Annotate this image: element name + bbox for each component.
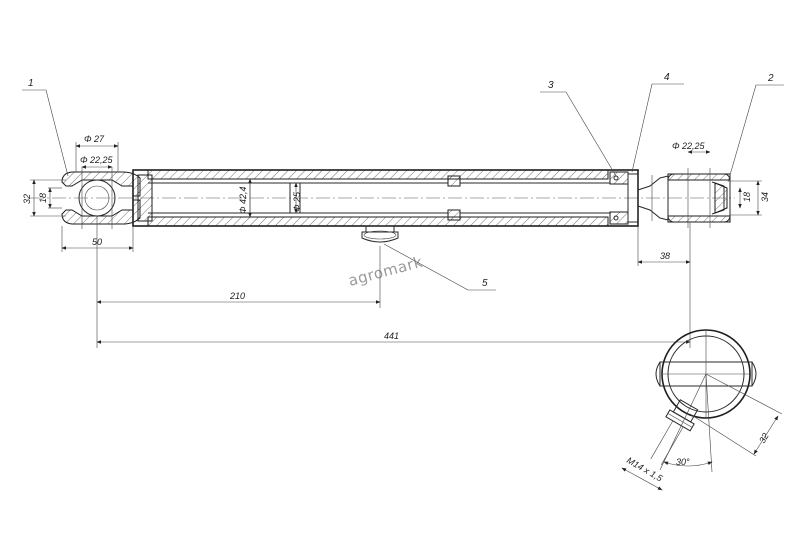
port-fitting — [361, 225, 399, 243]
svg-text:4: 4 — [664, 72, 670, 83]
svg-text:34: 34 — [760, 192, 770, 202]
callout-3: 3 — [540, 80, 617, 177]
callout-4: 4 — [631, 72, 684, 173]
callout-2: 2 — [727, 73, 784, 183]
svg-text:32: 32 — [757, 431, 771, 445]
callout-1: 1 — [22, 78, 69, 177]
dim-thread: M14 x 1,5 — [621, 455, 665, 491]
svg-text:Φ 22,25: Φ 22,25 — [672, 141, 706, 151]
dim-d25: Φ 25 — [292, 182, 302, 214]
dim-d424: Φ 42,4 — [238, 178, 252, 218]
dim-d2225-right: Φ 22,25 — [672, 141, 711, 154]
svg-text:M14 x 1,5: M14 x 1,5 — [625, 455, 665, 484]
svg-text:38: 38 — [660, 251, 670, 261]
svg-text:210: 210 — [229, 291, 245, 301]
port-detail-view — [650, 329, 757, 473]
dim-l38: 38 — [637, 222, 691, 266]
dim-h18-left: 18 — [38, 187, 62, 209]
right-rod-eye — [637, 168, 731, 228]
callout-5: 5 — [383, 243, 496, 291]
svg-text:5: 5 — [482, 278, 488, 289]
dim-l50: 50 — [61, 226, 134, 252]
svg-text:30°: 30° — [676, 457, 690, 467]
svg-text:32: 32 — [22, 194, 32, 204]
dim-h18-right: 18 — [738, 187, 752, 209]
dim-d27: Φ 27 — [75, 134, 119, 172]
dim-d2225-left: Φ 22,25 — [80, 155, 114, 169]
dim-a30: 30° — [663, 457, 713, 467]
dim-h34: 34 — [730, 180, 770, 216]
svg-text:Φ 42,4: Φ 42,4 — [238, 186, 248, 214]
svg-text:441: 441 — [384, 331, 399, 341]
svg-text:Φ 22,25: Φ 22,25 — [80, 155, 114, 165]
svg-text:18: 18 — [38, 193, 48, 203]
cylinder-barrel — [132, 169, 639, 227]
dim-l441: 441 — [96, 266, 691, 348]
svg-text:18: 18 — [742, 192, 752, 202]
svg-text:Φ 25: Φ 25 — [292, 191, 302, 212]
svg-text:Φ 27: Φ 27 — [84, 134, 105, 144]
dim-s32: 32 — [689, 373, 783, 457]
dim-h32: 32 — [22, 179, 66, 217]
svg-text:2: 2 — [767, 73, 774, 84]
svg-text:1: 1 — [28, 78, 34, 89]
watermark-text: agromark — [346, 253, 424, 290]
dim-l210: 210 — [96, 216, 381, 348]
svg-text:3: 3 — [548, 80, 554, 91]
